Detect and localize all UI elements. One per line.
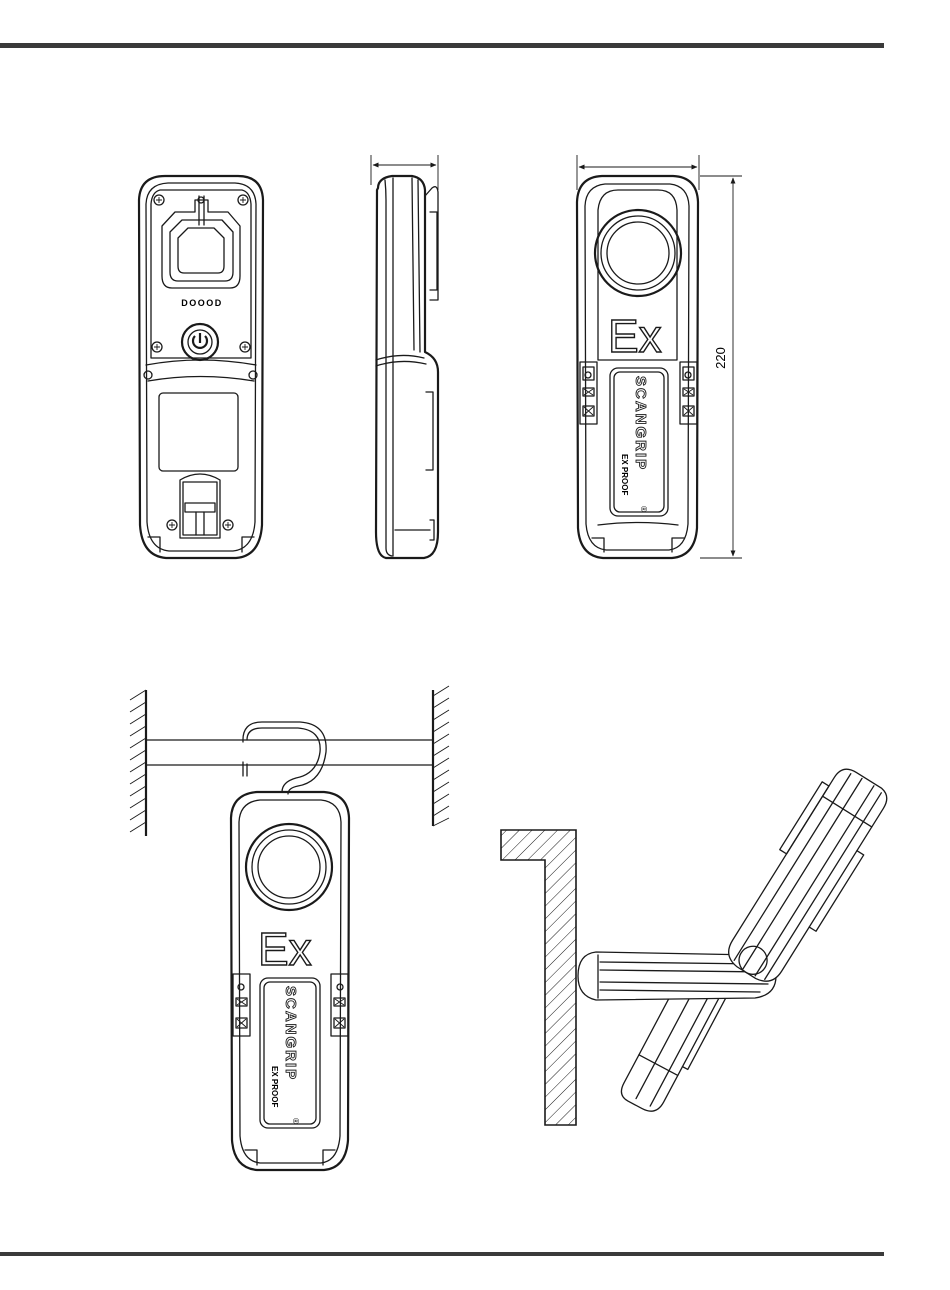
wall-mount-view bbox=[501, 760, 899, 1125]
ex-mark: Ex bbox=[608, 310, 662, 362]
brand-label-2: SCANGRIP bbox=[282, 986, 299, 1081]
top-rule bbox=[0, 43, 884, 48]
registered-mark: ® bbox=[639, 506, 648, 512]
registered-mark-2: ® bbox=[291, 1118, 300, 1124]
model-label-2: EX PROOF bbox=[270, 1066, 279, 1107]
height-dimension-label: 220 bbox=[713, 347, 728, 369]
back-view: DOOOD bbox=[139, 176, 263, 558]
button-dots-label: DOOOD bbox=[181, 298, 223, 308]
front-view: 220 Ex SCANGRIP EX PROOF ® bbox=[577, 155, 742, 558]
lens bbox=[595, 210, 681, 296]
brand-label: SCANGRIP bbox=[632, 376, 649, 471]
ex-mark-2: Ex bbox=[258, 923, 312, 975]
model-label: EX PROOF bbox=[620, 454, 629, 495]
side-view bbox=[371, 155, 438, 558]
bottom-rule bbox=[0, 1252, 884, 1256]
hanging-view: Ex SCANGRIP EX PROOF ® bbox=[130, 686, 449, 1170]
wall-bracket bbox=[501, 830, 576, 1125]
